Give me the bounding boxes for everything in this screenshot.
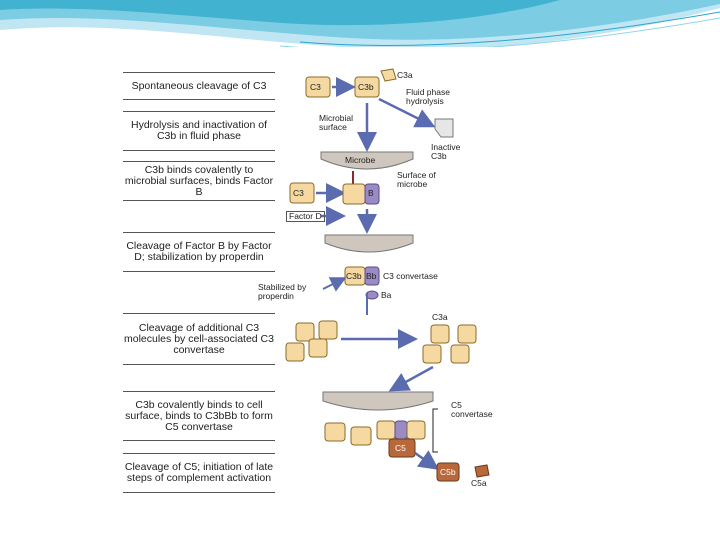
- step-c3b-binds: C3b binds covalently to microbial surfac…: [123, 161, 275, 201]
- c3b-molecule: [354, 76, 380, 98]
- microbe-surface-2: [324, 234, 414, 253]
- label-inactive-c3b: Inactive C3b: [431, 142, 461, 161]
- label-bb: Bb: [366, 271, 377, 281]
- step-c5-convertase: C3b covalently binds to cell surface, bi…: [123, 391, 275, 441]
- step-spontaneous-cleavage: Spontaneous cleavage of C3: [123, 72, 275, 100]
- c3b-surface-4: [406, 420, 426, 440]
- c5b-fragment: [436, 462, 460, 482]
- label-c3-convertase: C3 convertase: [383, 271, 438, 281]
- microbe-surface-1: [320, 151, 414, 170]
- c3-extra-1: [295, 322, 315, 342]
- c3b-surface-2: [350, 426, 372, 446]
- c3-extra-2: [318, 320, 338, 340]
- label-c3b: C3b: [358, 82, 374, 92]
- bb-molecule: [364, 266, 380, 286]
- c3-molecule-2: [289, 182, 315, 204]
- microbe-surface-3: [322, 391, 434, 411]
- arrow-to-c5: [388, 365, 434, 392]
- step-additional-c3: Cleavage of additional C3 molecules by c…: [123, 313, 275, 365]
- step-c5-cleavage: Cleavage of C5; initiation of late steps…: [123, 453, 275, 493]
- c3b-product-2: [457, 324, 477, 344]
- label-c5b: C5b: [440, 467, 456, 477]
- arrow-fluid-phase: [378, 97, 436, 128]
- c3-extra-4: [308, 338, 328, 358]
- label-surface-of-microbe: Surface of microbe: [397, 170, 436, 189]
- c5-convertase-bracket: [432, 408, 438, 453]
- c5a-fragment: [474, 464, 490, 478]
- label-microbe: Microbe: [345, 155, 376, 165]
- c3-molecule: [305, 76, 331, 98]
- label-fluid-phase: Fluid phase hydrolysis: [406, 87, 450, 106]
- label-stabilized: Stabilized by properdin: [258, 282, 307, 301]
- c3a-fragment: [380, 68, 397, 82]
- inactive-c3b-shape: [434, 118, 454, 138]
- label-c5a: C5a: [471, 478, 487, 488]
- label-ba: Ba: [381, 290, 392, 300]
- c3b-bound: [342, 183, 366, 205]
- c3b-product-3: [422, 344, 442, 364]
- step-hydrolysis: Hydrolysis and inactivation of C3b in fl…: [123, 111, 275, 151]
- label-c3a: C3a: [397, 70, 413, 80]
- arrow-c5-cleavage: [414, 450, 440, 470]
- label-b: B: [368, 188, 374, 198]
- c3b-surface-3: [376, 420, 396, 440]
- label-c3b-2: C3b: [346, 271, 362, 281]
- pathway-diagram: [285, 68, 490, 482]
- c3-extra-3: [285, 342, 305, 362]
- complement-pathway-figure: Spontaneous cleavage of C3 Hydrolysis an…: [113, 47, 550, 515]
- c3b-surface-1: [324, 422, 346, 442]
- step-factor-b-cleavage: Cleavage of Factor B by Factor D; stabil…: [123, 232, 275, 272]
- label-c3: C3: [310, 82, 321, 92]
- c3b-product-4: [450, 344, 470, 364]
- label-c3-2: C3: [293, 188, 304, 198]
- label-microbial-surface: Microbial surface: [319, 113, 354, 132]
- factor-b-molecule: [364, 183, 380, 205]
- label-c5-convertase: C5 convertase: [451, 400, 493, 419]
- bb-surface: [394, 420, 408, 440]
- arrow-properdin: [322, 277, 347, 292]
- label-c3a-2: C3a: [432, 312, 448, 322]
- label-factor-d: Factor D: [286, 211, 325, 222]
- c5-molecule: [388, 438, 416, 458]
- label-c5: C5: [395, 443, 406, 453]
- c3b-product-1: [430, 324, 450, 344]
